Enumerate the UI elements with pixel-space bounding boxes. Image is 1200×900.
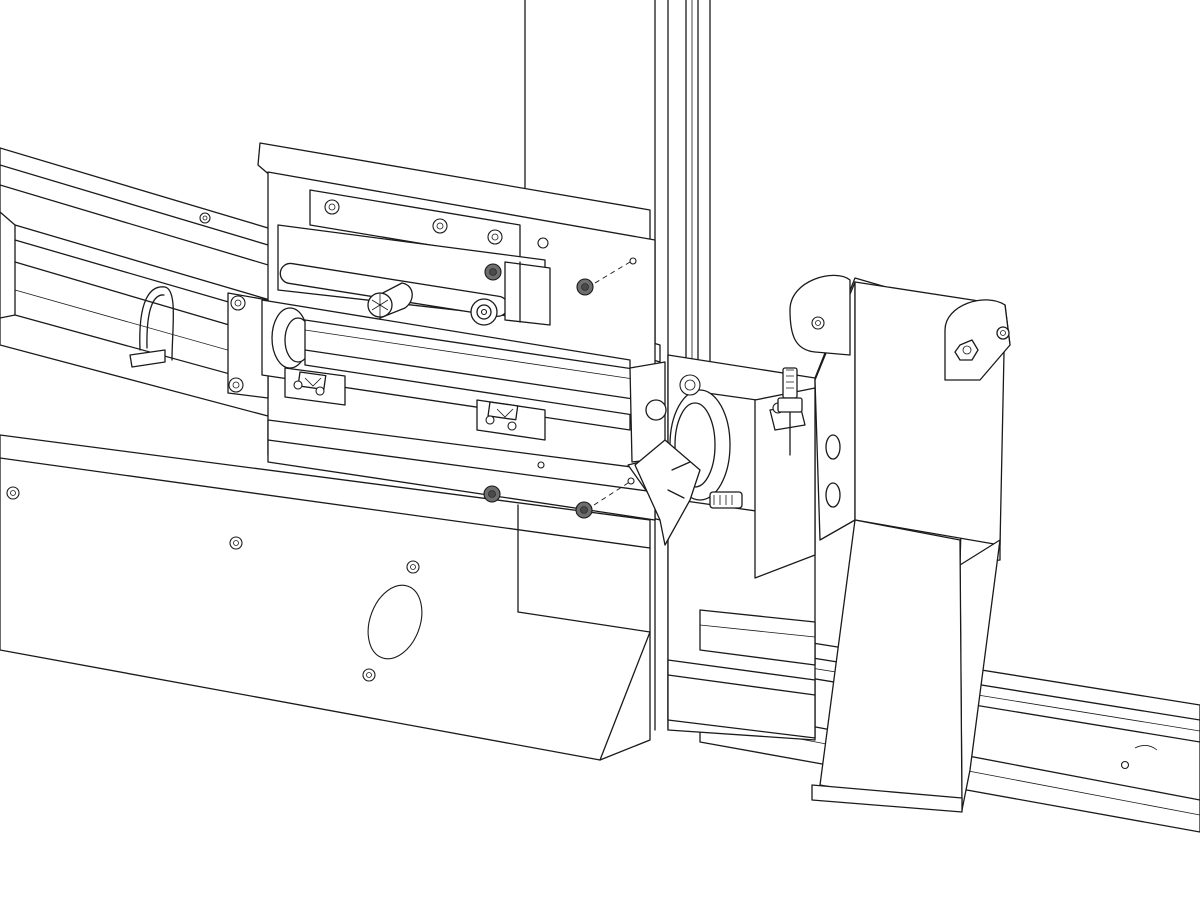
screw-hole-lower bbox=[627, 477, 635, 485]
cable-clip bbox=[129, 286, 175, 368]
adjustment-knob[interactable] bbox=[367, 282, 413, 319]
front-lower-panel bbox=[0, 434, 651, 761]
limit-sensor-right bbox=[476, 399, 546, 441]
limit-sensor-left bbox=[284, 367, 346, 406]
screw-hole-upper bbox=[629, 257, 637, 265]
screw-hole-mid bbox=[537, 461, 545, 469]
guide-roller bbox=[470, 298, 498, 326]
mounting-screw-upper-left[interactable] bbox=[484, 263, 502, 281]
screw-leader-lower bbox=[593, 482, 629, 506]
right-support-bracket bbox=[789, 274, 1011, 813]
mounting-screw-upper-right[interactable] bbox=[576, 278, 594, 296]
cable-connector bbox=[709, 491, 743, 509]
motor-mount-bracket bbox=[754, 387, 816, 579]
mounting-screw-lower-left[interactable] bbox=[483, 485, 501, 503]
mounting-screw-lower-right[interactable] bbox=[575, 501, 593, 519]
adjustment-bolt[interactable] bbox=[777, 367, 803, 456]
guide-shaft bbox=[271, 307, 641, 417]
screw-leader-upper bbox=[594, 261, 631, 284]
